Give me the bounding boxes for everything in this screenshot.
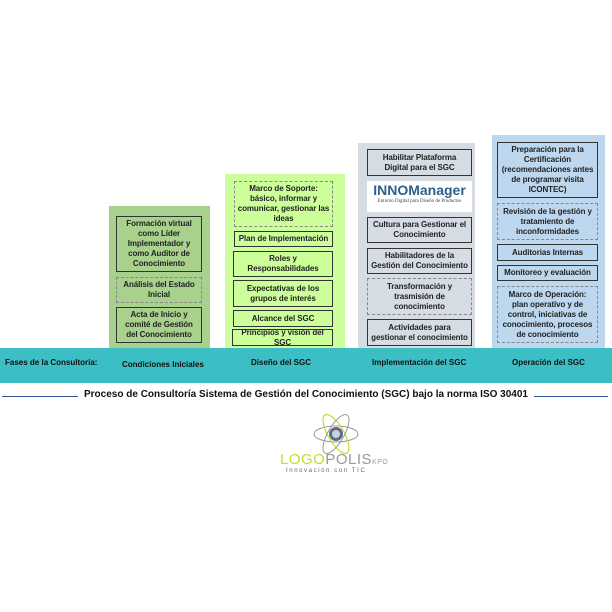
step-box: Roles y Responsabilidades [233,251,333,277]
band-label: Fases de la Consultoría: [5,358,98,367]
step-box: Habilitadores de la Gestión del Conocimi… [367,248,472,274]
step-box: Acta de Inicio y comité de Gestión del C… [116,307,202,343]
phases-band [0,348,612,383]
step-box: Monitoreo y evaluación [497,265,598,281]
phase-label-implementacion: Implementación del SGC [372,358,467,367]
step-box: Plan de Implementación [234,231,333,247]
step-box: Alcance del SGC [233,310,333,327]
step-box: Marco de Operación: plan operativo y de … [497,286,598,343]
step-box: Formación virtual como Líder Implementad… [116,216,202,272]
step-box: Actividades para gestionar el conocimien… [367,319,472,346]
step-box: Habilitar Plataforma Digital para el SGC [367,149,472,176]
innomanager-name: INNOManager [373,182,466,198]
step-box: Marco de Soporte: básico, informar y com… [234,181,333,227]
step-box: Preparación para la Certificación (recom… [497,142,598,198]
phase-label-diseno: Diseño del SGC [251,358,312,367]
step-box: Expectativas de los grupos de interés [233,280,333,307]
step-box: Revisión de la gestión y tratamiento de … [497,203,598,240]
logopolis-atom-icon [313,413,359,455]
step-box: Auditorias Internas [497,244,598,261]
phase-label-operacion: Operación del SGC [512,358,585,367]
phase-column-implementacion [358,143,475,348]
step-box: Transformación y trasmisión de conocimie… [367,278,472,315]
diagram-title: Proceso de Consultoría Sistema de Gestió… [0,389,612,400]
step-box: Análisis del Estado Inicial [116,277,202,303]
phase-column-diseno [225,174,345,348]
phase-label-condiciones: Condiciones Iniciales [122,360,204,369]
logopolis-wordmark: LOGOPOLISKPO [280,451,389,468]
innomanager-tagline: Entorno Digital para Diseño de Productos [377,199,462,204]
phase-column-operacion [492,135,605,348]
innomanager-logo: INNOManager Entorno Digital para Diseño … [367,181,472,212]
step-box: Principios y visión del SGC [232,328,333,347]
logopolis-tagline: Innovación con TIC [286,468,367,474]
step-box: Cultura para Gestionar el Conocimiento [367,217,472,243]
